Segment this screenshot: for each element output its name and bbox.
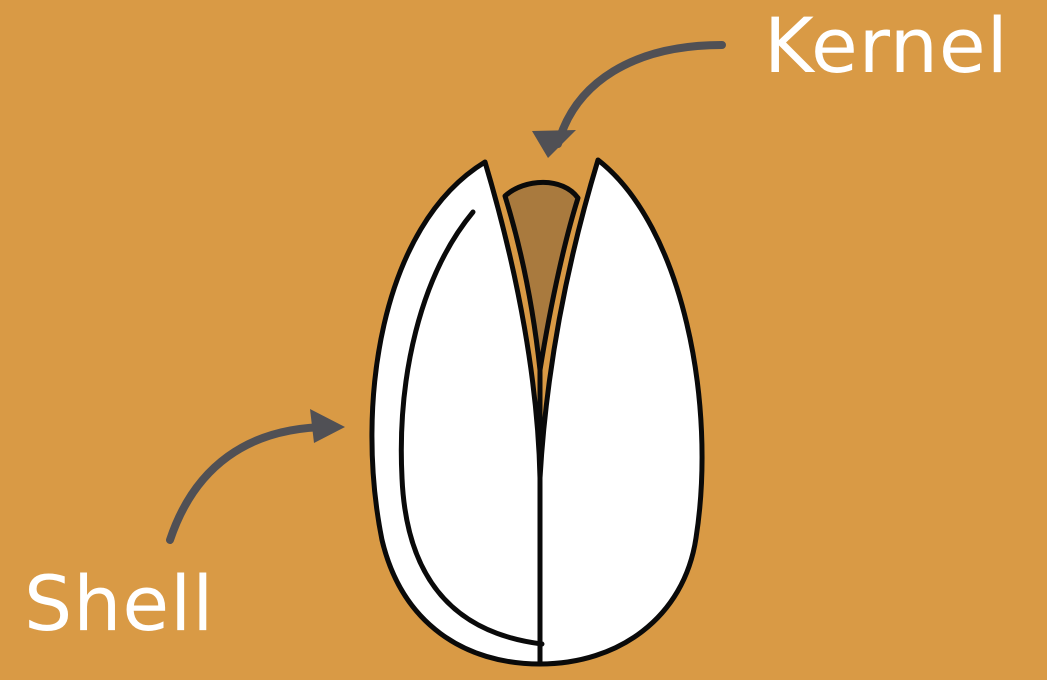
shell-right-half (537, 157, 705, 667)
kernel (502, 179, 581, 373)
kernel-label: Kernel (764, 1, 1009, 90)
shell-label: Shell (24, 559, 215, 648)
shell-inner-contour (398, 209, 545, 647)
kernel-arrow-icon (532, 41, 726, 158)
shell-arrow-icon (166, 409, 345, 544)
